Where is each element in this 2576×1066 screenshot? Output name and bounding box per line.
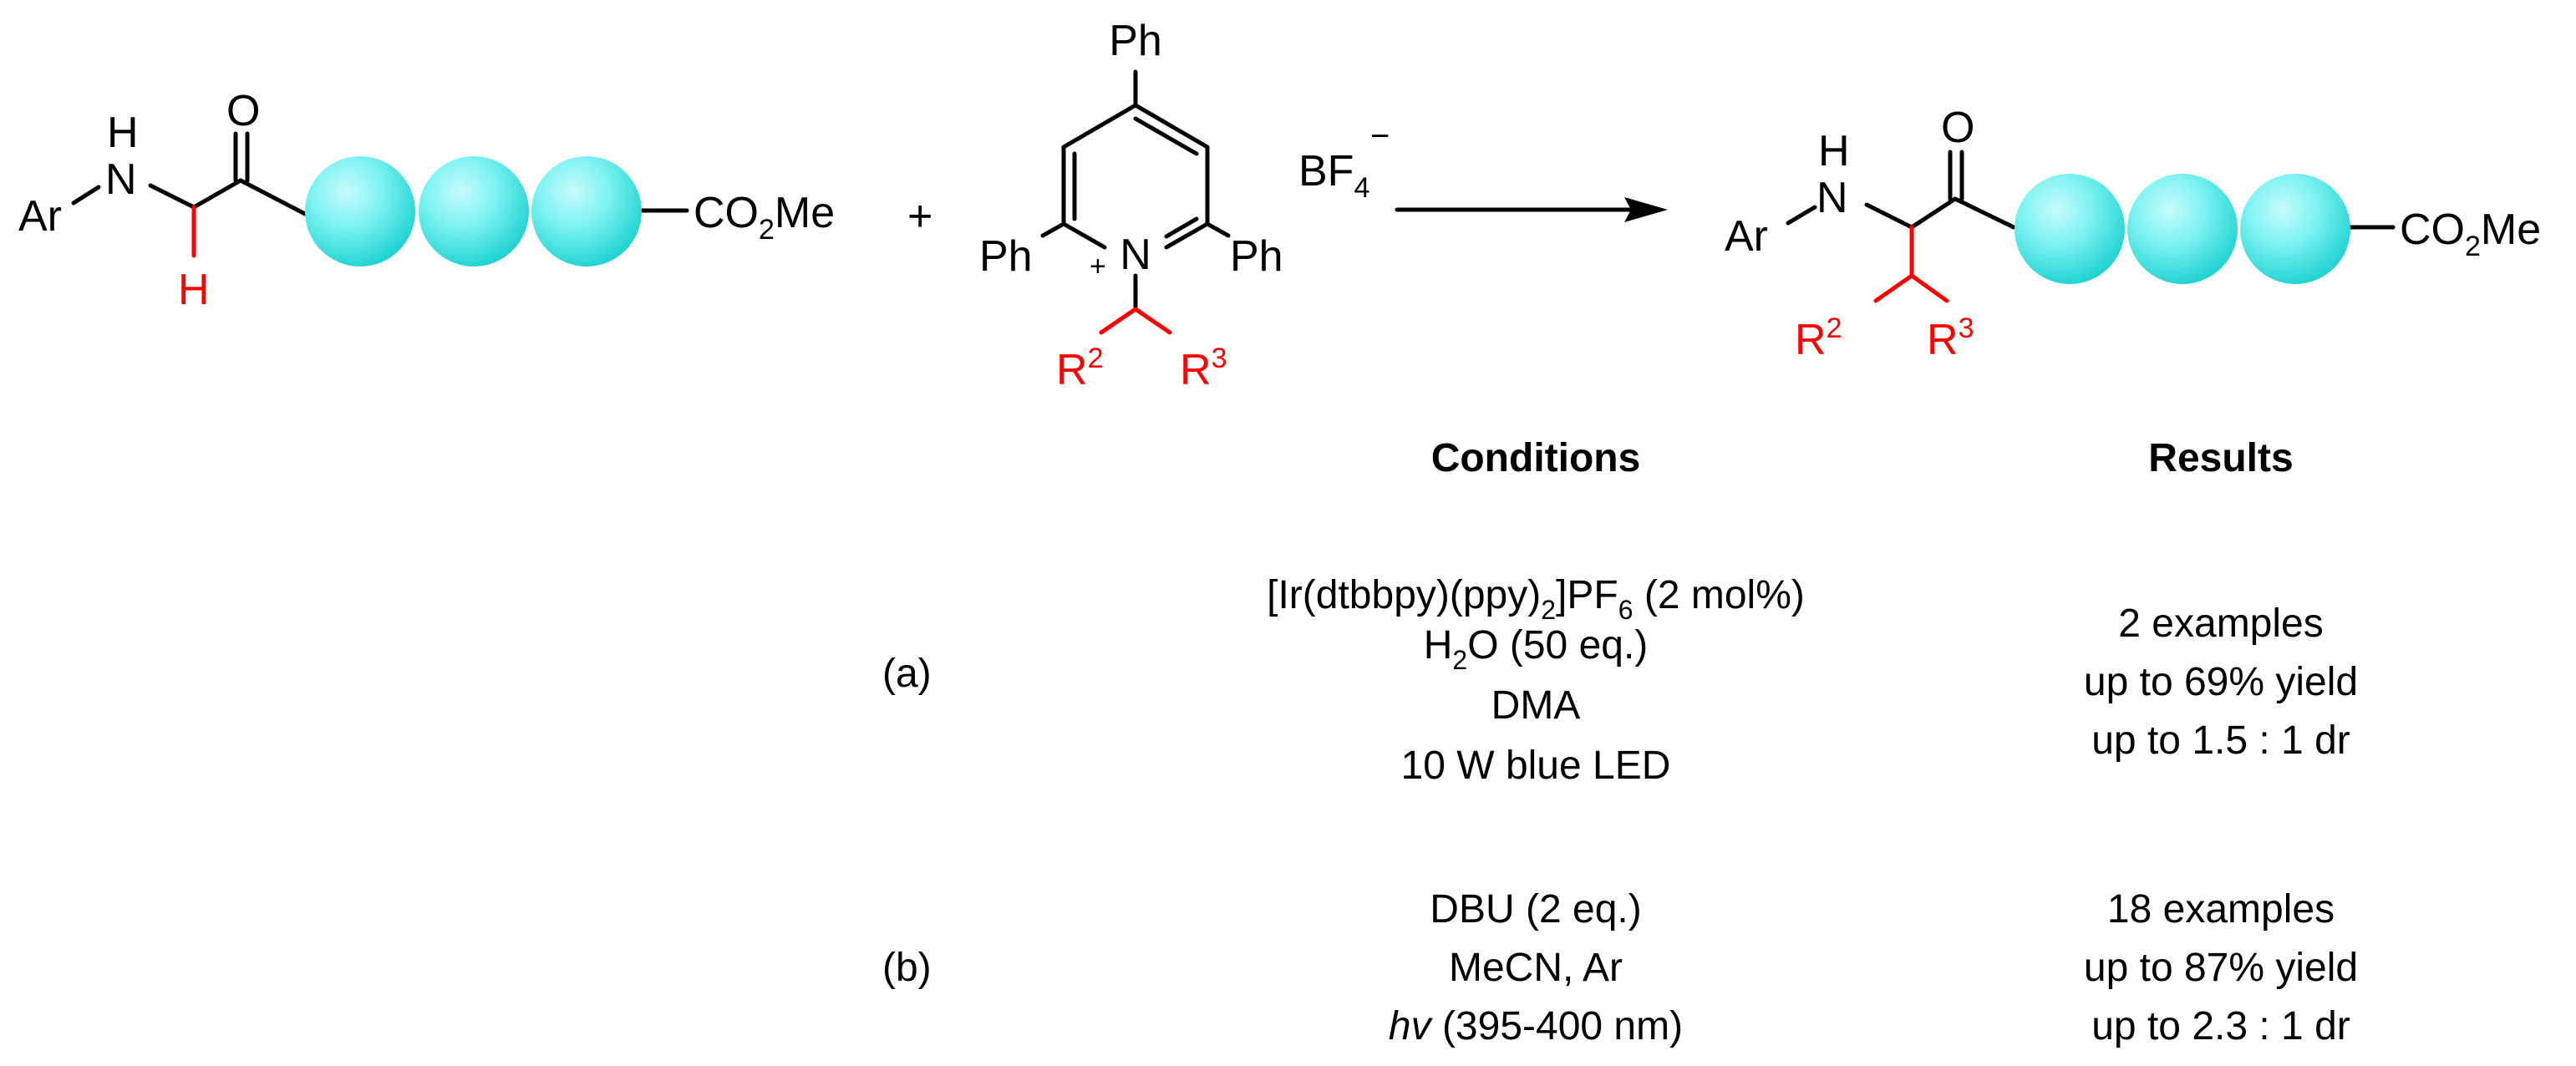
nh-label: H (107, 109, 139, 157)
counterion-label: BF4 (1298, 147, 1369, 204)
pyridinium-n-label: N (1120, 231, 1151, 279)
reactant-bonds (71, 131, 689, 258)
bead (2015, 174, 2125, 284)
bond-ch-r2 (1873, 273, 1914, 303)
conditions-table: Conditions Results (a) [Ir(dtbbpy)(ppy)2… (882, 436, 2358, 1048)
bead (419, 156, 529, 266)
solvent-text: MeCN, Ar (1449, 946, 1623, 990)
bond-ch-r2 (1099, 307, 1138, 335)
bond-co-bead (1953, 196, 2016, 230)
n-label: N (105, 155, 137, 204)
bond-calpha-co (1909, 196, 1958, 230)
row-label-a: (a) (882, 652, 932, 696)
ph-top-label: Ph (1109, 17, 1162, 65)
bond-ring-double (1133, 116, 1199, 156)
row-label-b: (b) (882, 946, 932, 990)
r3-label: R3 (1180, 343, 1227, 394)
o-label: O (1941, 104, 1974, 152)
ph-right-label: Ph (1230, 232, 1283, 281)
h-alpha-label: H (178, 266, 210, 314)
result-yield: up to 87% yield (2084, 946, 2358, 990)
ester-label: CO2Me (2400, 206, 2541, 262)
pyridinium-bonds (1040, 69, 1231, 335)
water-text: H2O (50 eq.) (1424, 623, 1649, 675)
bond-ar-n (71, 185, 101, 206)
solvent-text: DMA (1491, 683, 1581, 728)
product-beads (2015, 174, 2350, 284)
product-bonds (1786, 150, 2396, 303)
pyridinium-reagent: Ph Ph Ph N + R2 R3 BF4 − (979, 17, 1390, 394)
bead (2127, 174, 2238, 284)
result-examples: 18 examples (2107, 887, 2335, 931)
reaction-arrow (1395, 197, 1668, 222)
ph-left-label: Ph (979, 232, 1033, 281)
conditions-header: Conditions (1431, 436, 1641, 480)
bond-ar-n (1786, 205, 1817, 226)
bond-ch-r3 (1133, 307, 1172, 335)
bond-ring-double (1164, 216, 1199, 239)
r3-label: R3 (1927, 312, 1974, 364)
bead (2240, 174, 2350, 284)
result-examples: 2 examples (2118, 602, 2323, 646)
bond-n-calpha (148, 183, 196, 210)
results-header: Results (2148, 436, 2293, 480)
bead (305, 156, 415, 266)
nh-label: H (1818, 127, 1850, 175)
r2-label: R2 (1056, 343, 1103, 394)
bead (531, 156, 642, 266)
o-label: O (226, 87, 260, 135)
bond-ring (1061, 221, 1107, 250)
bond-calpha-co (191, 178, 243, 210)
counterion-charge: − (1370, 118, 1390, 155)
bond-ring (1133, 103, 1210, 150)
result-dr: up to 2.3 : 1 dr (2091, 1004, 2350, 1048)
result-dr: up to 1.5 : 1 dr (2091, 718, 2350, 763)
row-a: (a) [Ir(dtbbpy)(ppy)2]PF6 (2 mol%) H2O (… (882, 573, 2358, 788)
r2-label: R2 (1795, 312, 1842, 364)
plus-sign: + (907, 192, 932, 241)
bond-ph-left (1040, 221, 1066, 238)
ar-label: Ar (18, 192, 62, 241)
bond-ph-right (1205, 221, 1231, 238)
result-yield: up to 69% yield (2084, 660, 2358, 704)
light-text: 10 W blue LED (1401, 744, 1671, 788)
catalyst-text: [Ir(dtbbpy)(ppy)2]PF6 (2 mol%) (1267, 573, 1805, 625)
reactant-beads (305, 156, 642, 266)
bond-co-bead (238, 178, 307, 216)
bond-ring (1164, 221, 1210, 250)
bond-ch-r3 (1909, 273, 1949, 303)
ar-label: Ar (1725, 212, 1768, 261)
ester-label: CO2Me (694, 189, 835, 246)
pyridinium-charge: + (1090, 251, 1106, 282)
row-b: (b) DBU (2 eq.) MeCN, Ar hv (395-400 nm)… (882, 887, 2358, 1048)
bond-ring (1061, 103, 1138, 150)
bond-n-calpha (1864, 202, 1914, 230)
product-peptide: Ar N H O CO2Me R2 R3 (1725, 104, 2541, 364)
n-label: N (1816, 174, 1848, 222)
reactant-peptide: Ar N H O H CO2Me (18, 87, 835, 314)
base-text: DBU (2 eq.) (1430, 887, 1641, 931)
light-text: hv (395-400 nm) (1389, 1004, 1683, 1048)
